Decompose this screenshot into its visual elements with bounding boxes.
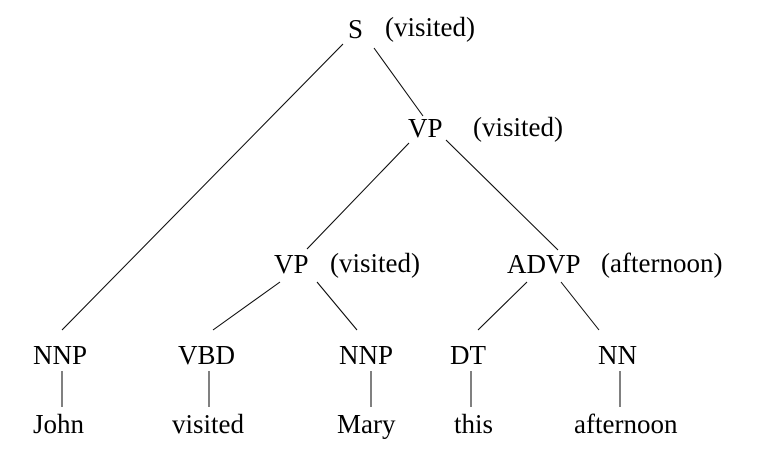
edge-s-nnp-john	[61, 43, 344, 331]
node-dt-label: DT	[450, 340, 486, 370]
node-nnp-john-label: NNP	[33, 340, 87, 370]
node-vp-inner-label: VP	[274, 249, 309, 279]
node-s-label: S	[348, 14, 363, 44]
leaf-visited: visited	[172, 409, 244, 439]
edge-vp-advp	[445, 139, 559, 251]
node-advp-head: (afternoon)	[601, 248, 722, 278]
edge-vp-vp	[306, 142, 410, 250]
node-s-head: (visited)	[385, 12, 475, 42]
leaf-mary: Mary	[337, 409, 396, 439]
edge-advp-dt	[477, 281, 528, 331]
leaf-john: John	[33, 409, 85, 439]
node-vp-top-label: VP	[408, 113, 443, 143]
edge-vp-nnp-mary	[316, 281, 358, 331]
edge-vp-vbd	[212, 281, 281, 331]
edge-advp-nn	[560, 281, 600, 331]
node-vp-inner-head: (visited)	[330, 248, 420, 278]
tree-nodes: S (visited) VP (visited) VP (visited) AD…	[33, 12, 722, 439]
node-nn-label: NN	[598, 340, 637, 370]
node-nnp-mary-label: NNP	[339, 340, 393, 370]
edge-s-vp	[373, 47, 424, 117]
leaf-this: this	[454, 409, 493, 439]
node-advp-label: ADVP	[507, 249, 581, 279]
tree-edges	[61, 43, 621, 407]
node-vp-top-head: (visited)	[473, 112, 563, 142]
node-vbd-label: VBD	[178, 340, 235, 370]
leaf-afternoon: afternoon	[574, 409, 678, 439]
